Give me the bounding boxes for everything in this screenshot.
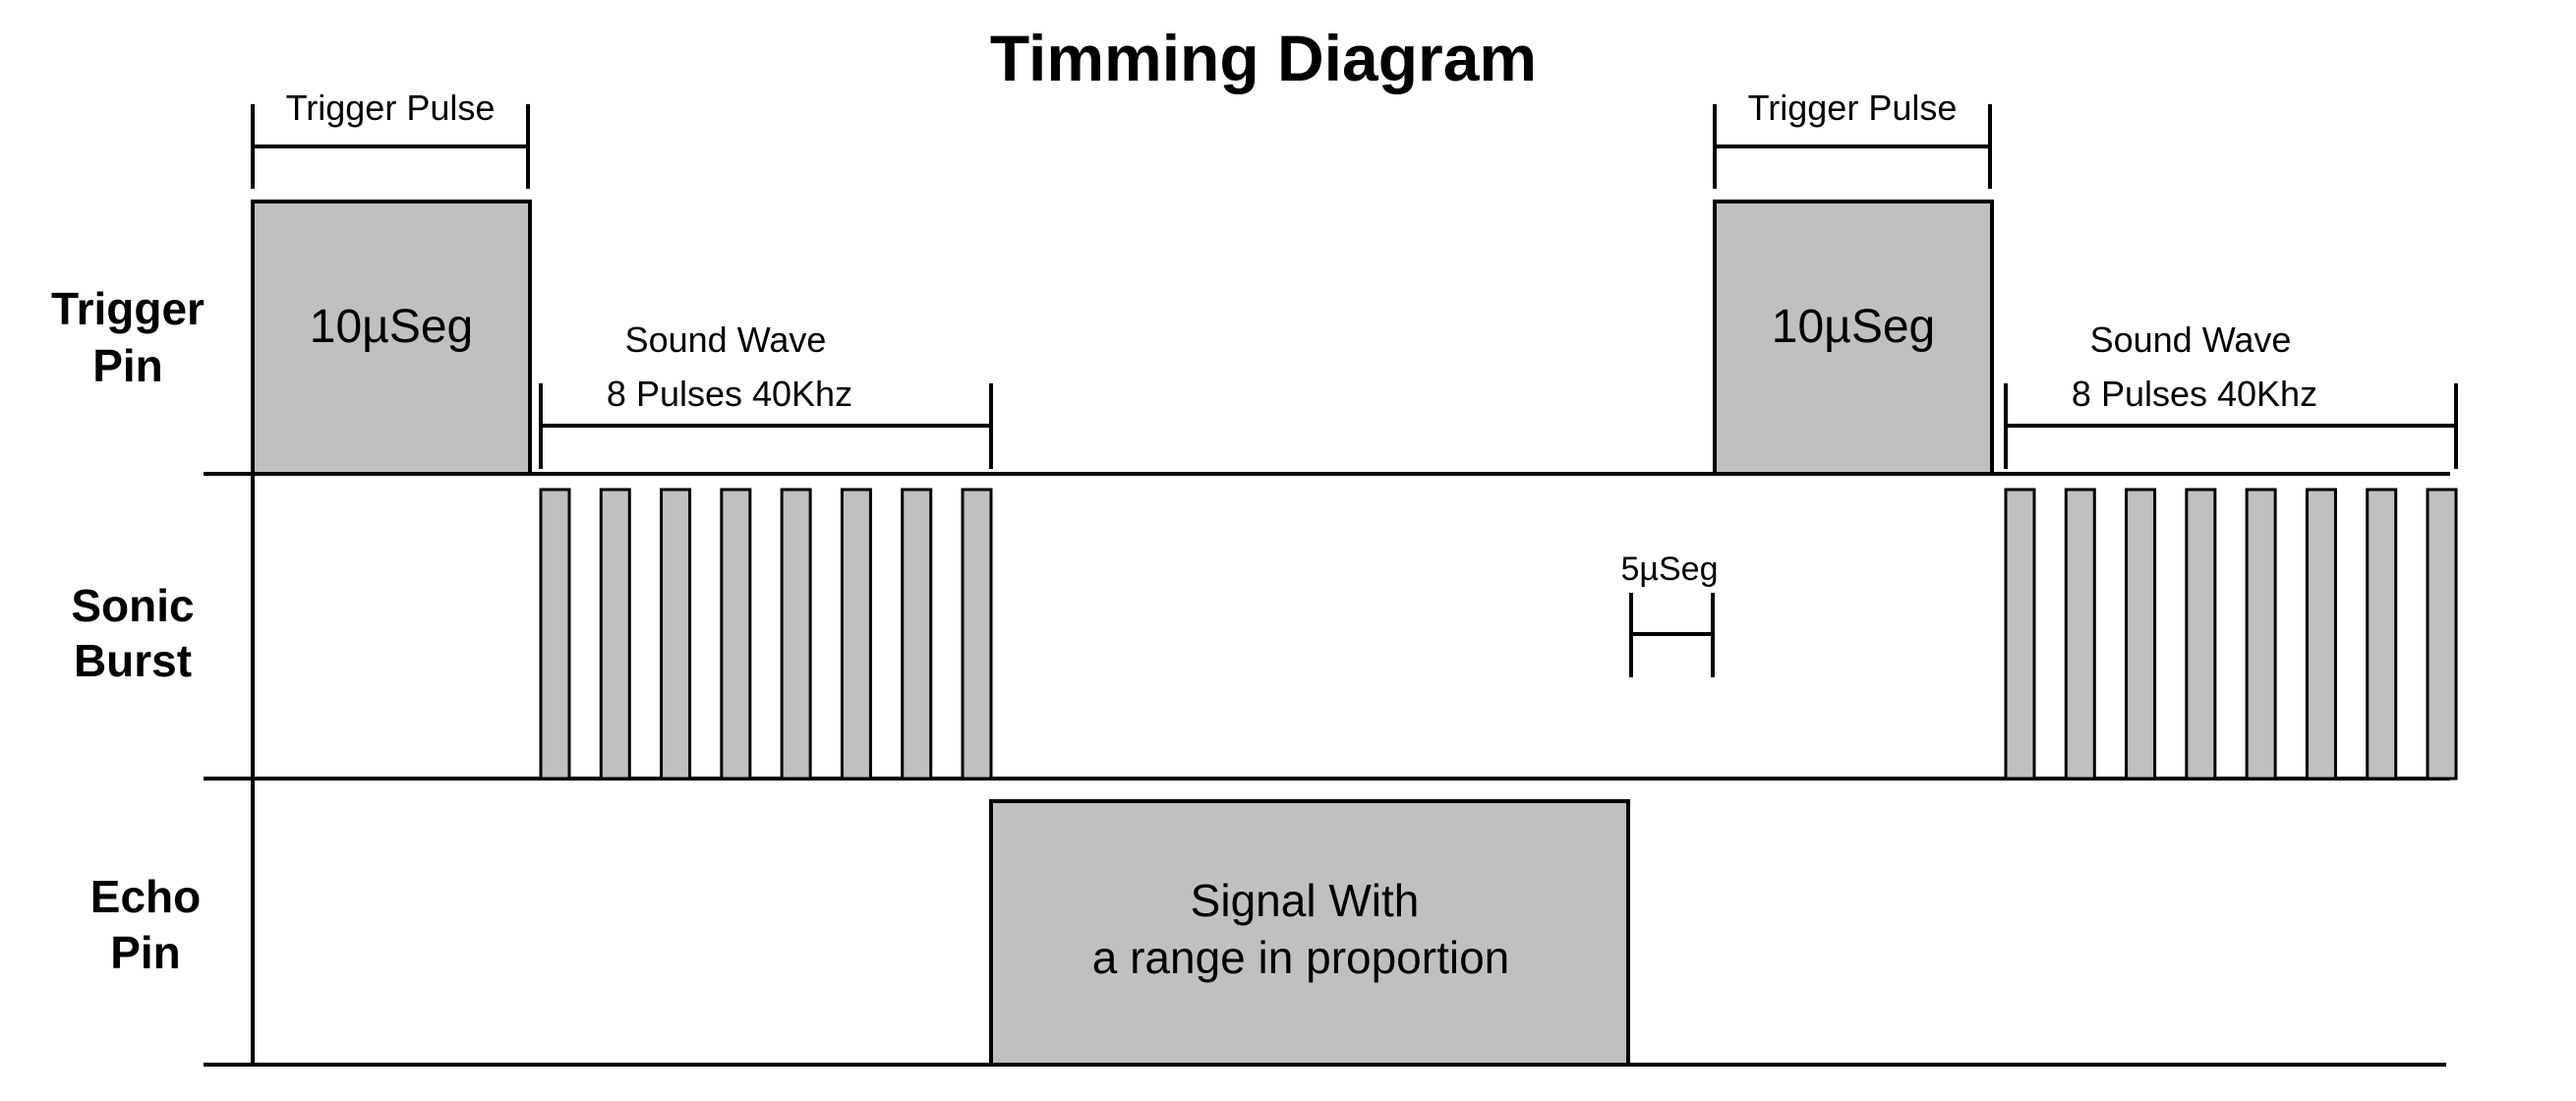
- burst-1-pulse: [599, 488, 631, 781]
- burst-1-pulse: [840, 488, 872, 781]
- burst-2-pulse: [2426, 488, 2458, 781]
- trigger-pulse-2-duration: 10µSeg: [1772, 301, 1935, 353]
- trigger-pulse-1: Trigger Pulse 10µSeg: [251, 87, 532, 476]
- row-label-sonic-line1: Sonic: [71, 580, 194, 631]
- sound-wave-1-line1: Sound Wave: [625, 319, 827, 360]
- sound-wave-annotation-2: Sound Wave 8 Pulses 40Khz: [2004, 319, 2458, 469]
- echo-signal-line1: Signal With: [1191, 875, 1420, 926]
- burst-1-pulse: [660, 488, 692, 781]
- trigger-pulse-2: Trigger Pulse 10µSeg: [1713, 87, 1994, 476]
- burst-2-pulse: [2064, 488, 2096, 781]
- burst-2-pulse: [2366, 488, 2398, 781]
- trigger-pulse-1-label: Trigger Pulse: [286, 87, 496, 128]
- trigger-pulse-1-duration: 10µSeg: [310, 301, 473, 353]
- row-label-trigger-line1: Trigger: [51, 283, 205, 334]
- row-label-echo-line1: Echo: [90, 871, 201, 922]
- row-label-sonic-line2: Burst: [74, 635, 192, 686]
- burst-1-pulse: [961, 488, 993, 781]
- gap-marker-label: 5µSeg: [1621, 550, 1719, 588]
- echo-signal: Signal With a range in proportion: [989, 799, 1630, 1067]
- echo-signal-box: [989, 799, 1630, 1067]
- echo-signal-line2: a range in proportion: [1092, 932, 1510, 983]
- sonic-burst-2: [2004, 488, 2458, 781]
- burst-1-pulse: [539, 488, 571, 781]
- row-label-trigger-line2: Pin: [92, 340, 163, 391]
- sound-wave-2-line2: 8 Pulses 40Khz: [2072, 374, 2317, 414]
- sound-wave-annotation-1: Sound Wave 8 Pulses 40Khz: [539, 319, 993, 469]
- sound-wave-2-line1: Sound Wave: [2090, 319, 2292, 360]
- burst-2-pulse: [2245, 488, 2277, 781]
- burst-1-pulse: [901, 488, 933, 781]
- trigger-pulse-2-box: [1713, 200, 1994, 476]
- gap-marker: 5µSeg: [1621, 550, 1719, 677]
- diagram-title: Timming Diagram: [990, 22, 1537, 94]
- burst-1-pulse: [780, 488, 812, 781]
- burst-2-pulse: [2305, 488, 2337, 781]
- burst-2-pulse: [2004, 488, 2036, 781]
- trigger-pulse-1-box: [251, 200, 532, 476]
- burst-1-pulse: [720, 488, 752, 781]
- row-label-echo-line2: Pin: [110, 927, 181, 978]
- burst-2-pulse: [2125, 488, 2157, 781]
- sonic-burst-1: [539, 488, 993, 781]
- trigger-pulse-2-label: Trigger Pulse: [1748, 87, 1958, 128]
- sound-wave-1-line2: 8 Pulses 40Khz: [607, 374, 852, 414]
- burst-2-pulse: [2185, 488, 2217, 781]
